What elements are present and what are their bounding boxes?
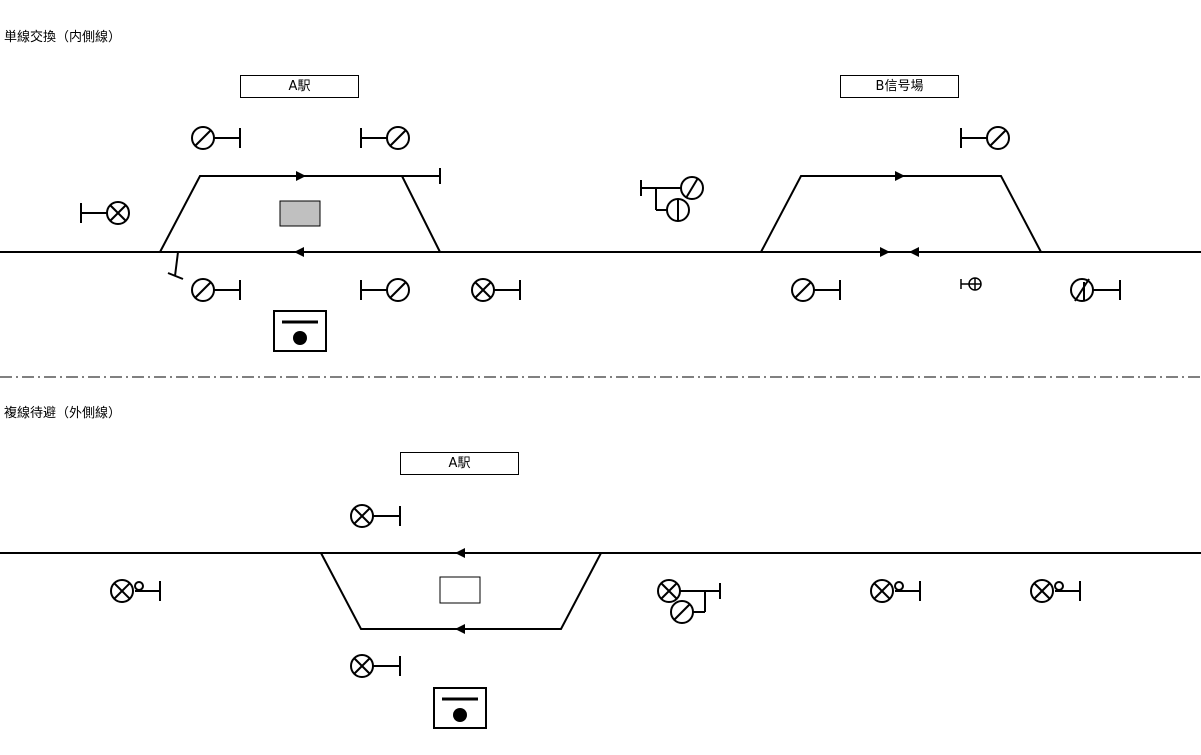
direction-arrow-right (895, 171, 905, 181)
station-label-a-upper: A駅 (240, 75, 359, 98)
stop-signal-icon (191, 126, 241, 150)
signal-pair-icon (657, 579, 721, 624)
stop-signal-icon (960, 126, 1010, 150)
stop-signal-icon (191, 278, 241, 302)
platform-marker-shaded (279, 200, 321, 227)
direction-arrow-left (909, 247, 919, 257)
station-label-a-lower: A駅 (400, 452, 519, 475)
direction-arrow-left (455, 624, 465, 634)
shunting-signal-icon (350, 654, 401, 678)
departure-indicator-icon (433, 687, 487, 729)
direction-arrow-right (880, 247, 890, 257)
section-title-single-track: 単線交換（内側線） (4, 30, 122, 45)
block-signal-pair-icon (640, 176, 704, 222)
platform-marker-plain (439, 576, 481, 604)
direction-arrow-right (296, 171, 306, 181)
repeater-signal-icon (1030, 579, 1081, 603)
section-title-double-track: 複線待避（外側線） (4, 406, 122, 421)
direction-arrow-left (455, 548, 465, 558)
small-cross-signal-icon (960, 277, 982, 291)
repeater-signal-icon (110, 579, 161, 603)
stop-signal-icon (360, 278, 410, 302)
direction-arrow-left (294, 247, 304, 257)
passing-loop-b (760, 175, 1042, 253)
shunting-signal-icon (80, 201, 130, 225)
shunting-signal-icon (350, 504, 401, 528)
stop-signal-icon (791, 278, 841, 302)
shunting-signal-icon (471, 278, 521, 302)
station-label-b-signal: B信号場 (840, 75, 959, 98)
catch-point-bar (167, 272, 184, 280)
repeater-signal-icon (870, 579, 921, 603)
distant-signal-icon (1070, 278, 1121, 302)
departure-indicator-icon (273, 310, 327, 352)
catch-point (174, 251, 179, 277)
stop-signal-icon (360, 126, 410, 150)
